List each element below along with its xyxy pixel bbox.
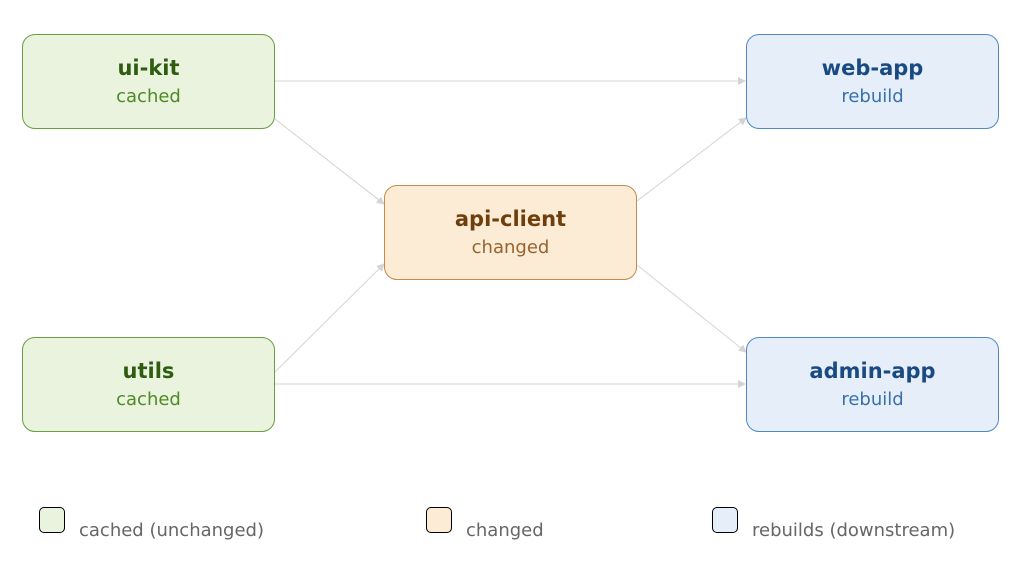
legend-swatch-cached bbox=[39, 507, 65, 533]
legend-label: changed bbox=[466, 519, 544, 541]
legend-item-cached: cached (unchanged) bbox=[39, 505, 264, 549]
node-web-app[interactable]: web-app rebuild bbox=[746, 34, 999, 129]
legend-item-rebuild: rebuilds (downstream) bbox=[712, 505, 955, 549]
legend-label: cached (unchanged) bbox=[79, 519, 264, 541]
edge-ui-kit-api-client bbox=[274, 118, 385, 205]
node-name: api-client bbox=[454, 206, 567, 231]
node-status: rebuild bbox=[841, 388, 904, 410]
node-status: rebuild bbox=[841, 85, 904, 107]
node-ui-kit[interactable]: ui-kit cached bbox=[22, 34, 275, 129]
node-api-client[interactable]: api-client changed bbox=[384, 185, 637, 280]
edge-api-client-web-app bbox=[636, 117, 747, 202]
node-admin-app[interactable]: admin-app rebuild bbox=[746, 337, 999, 432]
edge-api-client-admin-app bbox=[636, 264, 747, 353]
node-name: ui-kit bbox=[117, 55, 180, 80]
node-utils[interactable]: utils cached bbox=[22, 337, 275, 432]
node-name: admin-app bbox=[809, 358, 936, 383]
node-status: changed bbox=[471, 236, 550, 258]
legend-item-changed: changed bbox=[426, 505, 544, 549]
node-name: web-app bbox=[821, 55, 924, 80]
legend-swatch-rebuild bbox=[712, 507, 738, 533]
legend-label: rebuilds (downstream) bbox=[752, 519, 956, 541]
node-status: cached bbox=[116, 85, 181, 107]
node-status: cached bbox=[116, 388, 181, 410]
node-name: utils bbox=[122, 358, 175, 383]
edge-utils-api-client bbox=[274, 263, 385, 373]
legend-swatch-changed bbox=[426, 507, 452, 533]
